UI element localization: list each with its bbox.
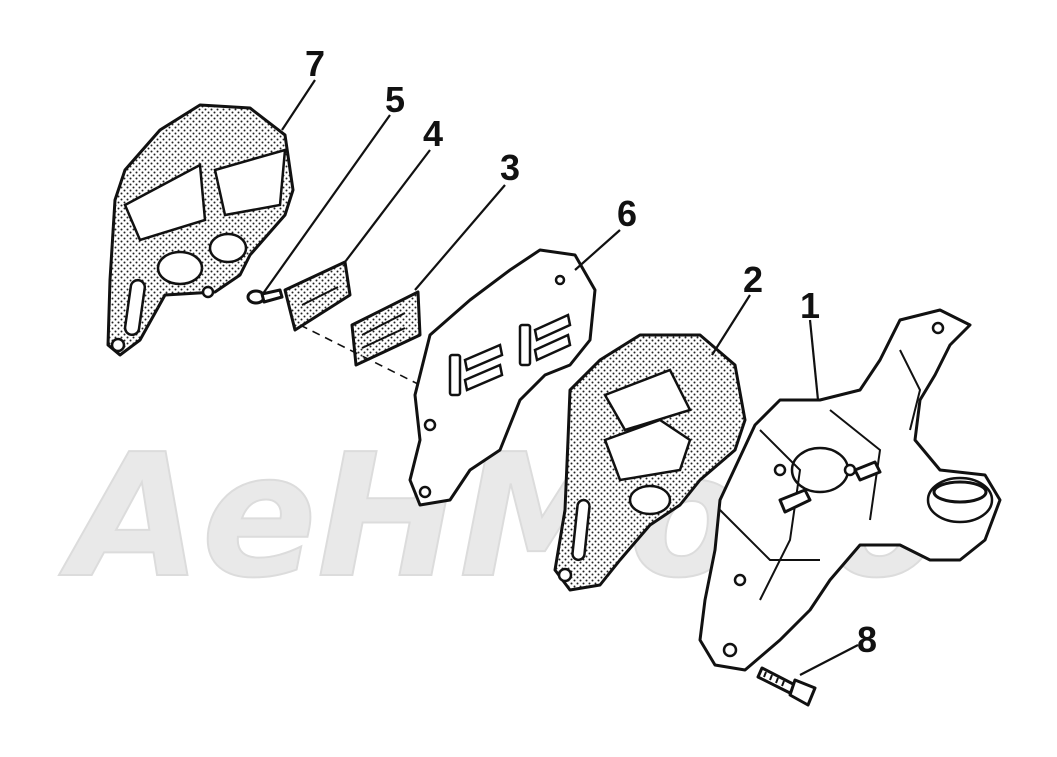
leader-7 — [281, 79, 316, 131]
leader-5 — [261, 114, 391, 296]
callout-2: 2 — [743, 259, 763, 300]
part-1-intake-housing — [698, 308, 1002, 672]
callout-8: 8 — [857, 619, 877, 660]
leader-2 — [711, 294, 751, 356]
leader-3 — [414, 184, 506, 291]
part-4-reed-stop — [283, 260, 352, 332]
part-6-reed-plate — [408, 248, 597, 507]
callout-5: 5 — [385, 79, 405, 120]
part-2-gasket — [553, 333, 747, 592]
part-7-gasket — [106, 103, 295, 357]
assembly-guide-line — [299, 324, 431, 391]
part-5-screw — [246, 288, 284, 305]
part-3-reed-petals — [350, 290, 422, 367]
leader-8 — [799, 644, 859, 676]
leader-lines — [261, 79, 859, 676]
callout-6: 6 — [617, 193, 637, 234]
leader-1 — [808, 319, 820, 401]
leader-6 — [574, 229, 621, 271]
callout-3: 3 — [500, 147, 520, 188]
part-8-bolt — [756, 666, 817, 707]
callout-4: 4 — [423, 113, 443, 154]
callout-labels: 7 5 4 3 6 2 1 8 — [305, 43, 877, 660]
callout-1: 1 — [800, 285, 820, 326]
callout-7: 7 — [305, 43, 325, 84]
leader-4 — [344, 149, 431, 263]
